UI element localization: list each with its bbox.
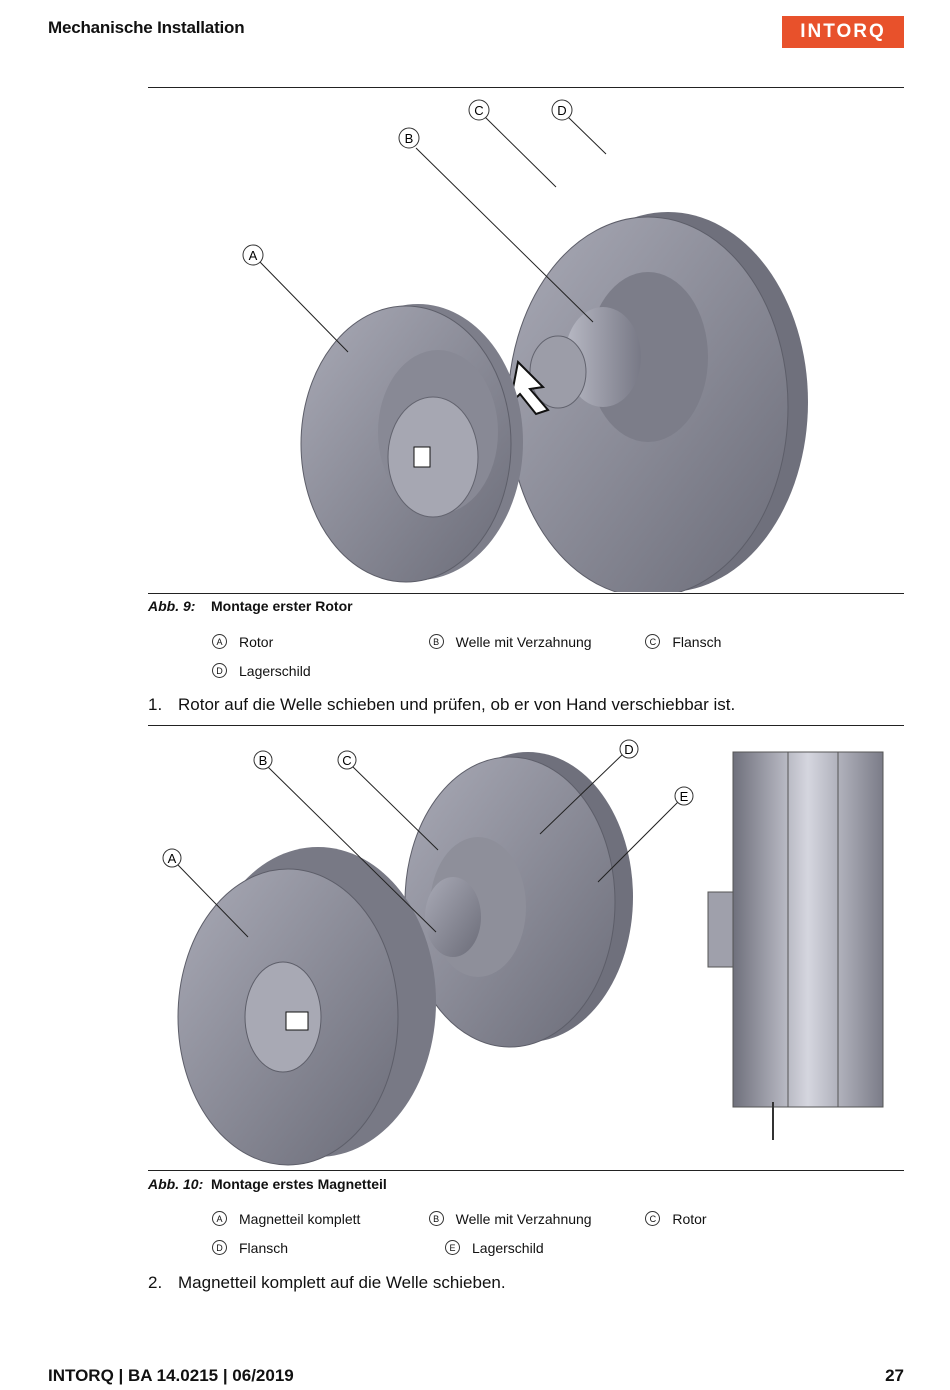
instruction-step: 2. Magnetteil komplett auf die Welle sch… <box>148 1273 506 1293</box>
section-title: Mechanische Installation <box>48 18 245 37</box>
legend-key: A <box>212 634 227 649</box>
legend-key: C <box>645 1211 661 1226</box>
legend-item: E Lagerschild <box>445 1240 678 1256</box>
callout-b: B <box>405 131 414 146</box>
legend-item: C Rotor <box>645 1211 862 1227</box>
instruction-step: 1. Rotor auf die Welle schieben und prüf… <box>148 695 735 715</box>
page-number: 27 <box>885 1366 904 1385</box>
legend-label: Welle mit Verzahnung <box>455 633 592 650</box>
figure-number: Abb. 9: <box>148 598 196 614</box>
callout-b-icon <box>253 750 273 770</box>
callout-d: D <box>624 742 633 757</box>
divider <box>148 1170 904 1171</box>
legend-item: A Magnetteil komplett <box>212 1211 429 1227</box>
figure-title: Montage erstes Magnetteil <box>211 1176 387 1192</box>
side-view-shaft <box>707 891 734 968</box>
callout-a: A <box>168 851 177 866</box>
legend-key: D <box>212 1240 227 1255</box>
divider <box>148 87 904 88</box>
figure-title: Montage erster Rotor <box>211 598 353 614</box>
intorq-logo: INTORQ <box>782 16 904 48</box>
callout-d: D <box>557 103 566 118</box>
legend-label: Flansch <box>672 633 722 650</box>
magnet-bore <box>244 961 322 1073</box>
figure-magnet-assembly: A B C D E <box>162 739 884 1166</box>
callout-d-icon <box>551 99 573 121</box>
callout-a-icon <box>242 244 264 266</box>
rotor-bore <box>387 396 479 518</box>
step-number: 2. <box>148 1273 163 1292</box>
step-text: Magnetteil komplett auf die Welle schieb… <box>178 1273 506 1292</box>
figure-caption: Abb. 9: Montage erster Rotor <box>148 598 353 614</box>
callout-e: E <box>680 789 689 804</box>
divider <box>148 593 904 594</box>
legend-key: A <box>212 1211 227 1226</box>
figure-rotor-assembly: A B C D <box>242 99 808 592</box>
key <box>413 446 431 468</box>
legend-label: Rotor <box>239 633 274 650</box>
splined-shaft <box>425 877 481 957</box>
divider <box>148 725 904 726</box>
callout-a: A <box>249 248 258 263</box>
callout-a-icon <box>162 848 182 868</box>
callout-b: B <box>259 753 268 768</box>
legend-item: A Rotor <box>212 634 429 650</box>
legend-label: Lagerschild <box>239 662 311 679</box>
legend-label: Welle mit Verzahnung <box>455 1210 592 1227</box>
legend-item: D Flansch <box>212 1240 445 1256</box>
legend-label: Magnetteil komplett <box>239 1210 361 1227</box>
callout-d-icon <box>619 739 639 759</box>
document-footer: INTORQ | BA 14.0215 | 06/2019 <box>48 1366 294 1385</box>
legend-key: E <box>445 1240 460 1255</box>
legend-key: D <box>212 663 227 678</box>
step-number: 1. <box>148 695 163 714</box>
legend-item: B Welle mit Verzahnung <box>428 633 646 650</box>
legend-item: C Flansch <box>645 634 862 650</box>
key <box>285 1011 309 1031</box>
side-view-assembly <box>732 751 884 1108</box>
figure-number: Abb. 10: <box>148 1176 204 1192</box>
shaft-end <box>529 335 587 409</box>
legend-item: D Lagerschild <box>212 663 445 679</box>
callout-c-icon <box>337 750 357 770</box>
legend-label: Flansch <box>239 1239 289 1256</box>
callout-c-icon <box>468 99 490 121</box>
callout-c: C <box>474 103 483 118</box>
legend-key: B <box>428 1211 444 1226</box>
legend-key: C <box>645 634 661 649</box>
callout-b-icon <box>398 127 420 149</box>
figure-caption: Abb. 10: Montage erstes Magnetteil <box>148 1176 387 1192</box>
figure-legend: A Magnetteil komplett B Welle mit Verzahnu… <box>212 1204 862 1262</box>
step-text: Rotor auf die Welle schieben und prüfen,… <box>178 695 736 714</box>
legend-label: Rotor <box>672 1210 707 1227</box>
legend-label: Lagerschild <box>472 1239 544 1256</box>
legend-key: B <box>428 634 444 649</box>
callout-c: C <box>342 753 351 768</box>
legend-item: B Welle mit Verzahnung <box>428 1210 646 1227</box>
callout-e-icon <box>674 786 694 806</box>
